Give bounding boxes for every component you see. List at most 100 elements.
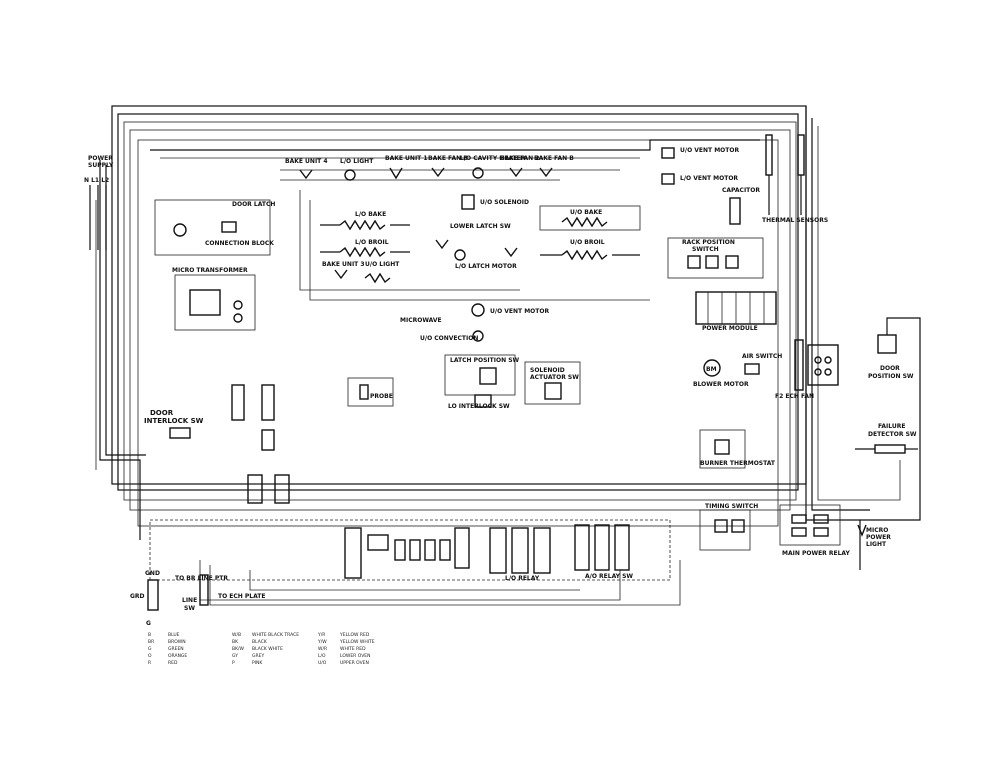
legend-entry: BK/W xyxy=(232,646,245,652)
lo-light: L/O LIGHT xyxy=(340,158,374,181)
svg-text:LATCH POSITION SW: LATCH POSITION SW xyxy=(450,357,520,364)
lo-broil-element: L/O BROIL xyxy=(320,239,410,258)
svg-text:F2 ECH FAN: F2 ECH FAN xyxy=(775,393,814,400)
svg-text:DOOR LATCH: DOOR LATCH xyxy=(232,201,275,208)
svg-text:CONNECTION BLOCK: CONNECTION BLOCK xyxy=(205,240,274,247)
power-module: POWER MODULE xyxy=(695,291,777,332)
svg-text:BAKE FAN B: BAKE FAN B xyxy=(534,155,574,162)
middle-components: U/O VENT MOTOR MICROWAVE U/O CONVECTION … xyxy=(347,303,839,469)
svg-text:MICRO: MICRO xyxy=(866,527,888,534)
latch-position-switch: LATCH POSITION SW LO INTERLOCK SW xyxy=(444,354,520,410)
legend-entry: O xyxy=(148,653,152,659)
heating-elements: L/O BAKE L/O BROIL U/O BAKE U/O BROIL BA… xyxy=(320,205,641,284)
main-switch: LINE SW TO BR LINE PTR TO ECH PLATE xyxy=(175,574,265,612)
svg-text:BM: BM xyxy=(706,366,717,373)
svg-text:U/O VENT MOTOR: U/O VENT MOTOR xyxy=(490,308,549,315)
svg-text:U/O LIGHT: U/O LIGHT xyxy=(365,261,400,268)
svg-text:U/O BROIL: U/O BROIL xyxy=(570,239,605,246)
svg-text:FAILURE: FAILURE xyxy=(878,423,906,430)
svg-text:L/O VENT MOTOR: L/O VENT MOTOR xyxy=(680,175,738,182)
svg-text:MICROWAVE: MICROWAVE xyxy=(400,317,442,324)
bake-unit-2: BAKE FAN 2 xyxy=(500,155,539,178)
right-components: RACK POSITION SWITCH POWER MODULE DOOR P… xyxy=(667,237,921,557)
svg-text:G: G xyxy=(146,620,151,627)
svg-text:SOLENOID: SOLENOID xyxy=(530,367,565,374)
svg-text:BAKE FAN 2: BAKE FAN 2 xyxy=(500,155,539,162)
left-components: DOOR LATCH CONNECTION BLOCK MICRO TRANSF… xyxy=(144,199,290,504)
svg-text:LINE: LINE xyxy=(182,597,197,604)
legend-entry: W/R xyxy=(318,646,327,652)
bake-fan-b: BAKE FAN B xyxy=(428,155,468,178)
door-latch: DOOR LATCH CONNECTION BLOCK xyxy=(154,199,275,256)
legend-entry: WHITE BLACK TRACE xyxy=(252,632,299,638)
timing-switch: TIMING SWITCH xyxy=(699,503,758,551)
legend-entry: BLACK xyxy=(252,639,268,645)
svg-text:THERMAL SENSORS: THERMAL SENSORS xyxy=(762,217,828,224)
legend-entry: BROWN xyxy=(168,639,186,645)
svg-text:L/O LIGHT: L/O LIGHT xyxy=(340,158,374,165)
svg-text:A/O RELAY SW: A/O RELAY SW xyxy=(585,573,633,580)
bake-unit-1: BAKE UNIT 1 xyxy=(385,155,428,180)
svg-text:L/O BROIL: L/O BROIL xyxy=(355,239,389,246)
bottom-left: GRD GND G LINE SW TO BR LINE PTR TO ECH … xyxy=(130,570,265,627)
legend-entry: Y/R xyxy=(317,632,325,638)
svg-text:BAKE UNIT 4: BAKE UNIT 4 xyxy=(285,158,328,165)
legend-entry: PINK xyxy=(252,660,263,666)
ground-block: GRD GND G xyxy=(130,570,160,627)
legend-entry: BLUE xyxy=(168,632,180,638)
svg-text:POWER: POWER xyxy=(866,534,891,541)
main-relay-block-left xyxy=(231,384,290,504)
thermistor-probe: PROBE xyxy=(347,377,394,407)
svg-text:RACK POSITION: RACK POSITION xyxy=(682,239,735,246)
legend-entry: RED xyxy=(168,660,178,666)
svg-text:BAKE FAN B: BAKE FAN B xyxy=(428,155,468,162)
center-top-block: U/O SOLENOID LOWER LATCH SW L/O LATCH MO… xyxy=(299,190,650,301)
svg-text:LOWER LATCH SW: LOWER LATCH SW xyxy=(450,223,511,230)
solenoid-actuator-switch: SOLENOID ACTUATOR SW xyxy=(524,361,581,405)
svg-text:U/O BAKE: U/O BAKE xyxy=(570,209,602,216)
svg-text:L/O RELAY: L/O RELAY xyxy=(505,575,540,582)
legend-entry: YELLOW WHITE xyxy=(339,639,375,645)
legend-entry: W/B xyxy=(232,632,241,638)
svg-text:BAKE UNIT 1: BAKE UNIT 1 xyxy=(385,155,428,162)
svg-text:PROBE: PROBE xyxy=(370,393,393,400)
svg-text:TO BR LINE PTR: TO BR LINE PTR xyxy=(175,575,228,582)
legend-entry: L/O xyxy=(318,653,326,659)
svg-text:U/O VENT MOTOR: U/O VENT MOTOR xyxy=(680,147,739,154)
svg-text:U/O SOLENOID: U/O SOLENOID xyxy=(480,199,529,206)
top-components: BAKE UNIT 4 L/O LIGHT BAKE UNIT 1 BAKE F… xyxy=(150,134,828,225)
svg-text:BLOWER MOTOR: BLOWER MOTOR xyxy=(693,381,749,388)
svg-text:GRD: GRD xyxy=(130,593,145,600)
svg-text:SUPPLY: SUPPLY xyxy=(88,162,114,169)
legend-entry: WHITE RED xyxy=(340,646,366,652)
svg-text:DETECTOR SW: DETECTOR SW xyxy=(868,431,917,438)
uo-light: BAKE UNIT 3 U/O LIGHT xyxy=(322,261,400,284)
legend-entry: GREY xyxy=(252,653,264,659)
uo-vent-motor: U/O VENT MOTOR L/O VENT MOTOR xyxy=(661,147,739,185)
legend-entry: U/O xyxy=(318,660,327,666)
door-position-switch: DOOR POSITION SW xyxy=(860,317,921,521)
legend-entry: LOWER OVEN xyxy=(340,653,371,659)
ao-relay-board: A/O RELAY SW xyxy=(574,524,633,580)
svg-text:MICRO TRANSFORMER: MICRO TRANSFORMER xyxy=(172,267,248,274)
fan: F2 ECH FAN xyxy=(775,339,839,400)
micro-power-light: MICRO POWER LIGHT xyxy=(857,524,891,548)
svg-text:MAIN POWER RELAY: MAIN POWER RELAY xyxy=(782,550,850,557)
lo-light-relay: U/O VENT MOTOR MICROWAVE U/O CONVECTION xyxy=(400,303,549,342)
svg-text:AIR SWITCH: AIR SWITCH xyxy=(742,353,782,360)
legend-entry: BLACK WHITE xyxy=(252,646,283,652)
thermal-sensors: THERMAL SENSORS xyxy=(762,134,828,224)
svg-text:POWER MODULE: POWER MODULE xyxy=(702,325,758,332)
capacitor: CAPACITOR xyxy=(722,187,760,225)
svg-text:LIGHT: LIGHT xyxy=(866,541,887,548)
svg-text:L/O LATCH MOTOR: L/O LATCH MOTOR xyxy=(455,263,517,270)
power-supply-label: POWER xyxy=(88,155,113,162)
svg-text:U/O CONVECTION: U/O CONVECTION xyxy=(420,335,478,342)
svg-text:BAKE UNIT 3: BAKE UNIT 3 xyxy=(322,261,365,268)
svg-text:L/O BAKE: L/O BAKE xyxy=(355,211,386,218)
door-interlock-switch: DOOR INTERLOCK SW xyxy=(144,409,204,439)
legend-entry: P xyxy=(232,660,235,666)
svg-text:SWITCH: SWITCH xyxy=(692,246,719,253)
svg-text:L/O CAVITY HEATER: L/O CAVITY HEATER xyxy=(460,155,526,162)
svg-text:TIMING SWITCH: TIMING SWITCH xyxy=(705,503,758,510)
